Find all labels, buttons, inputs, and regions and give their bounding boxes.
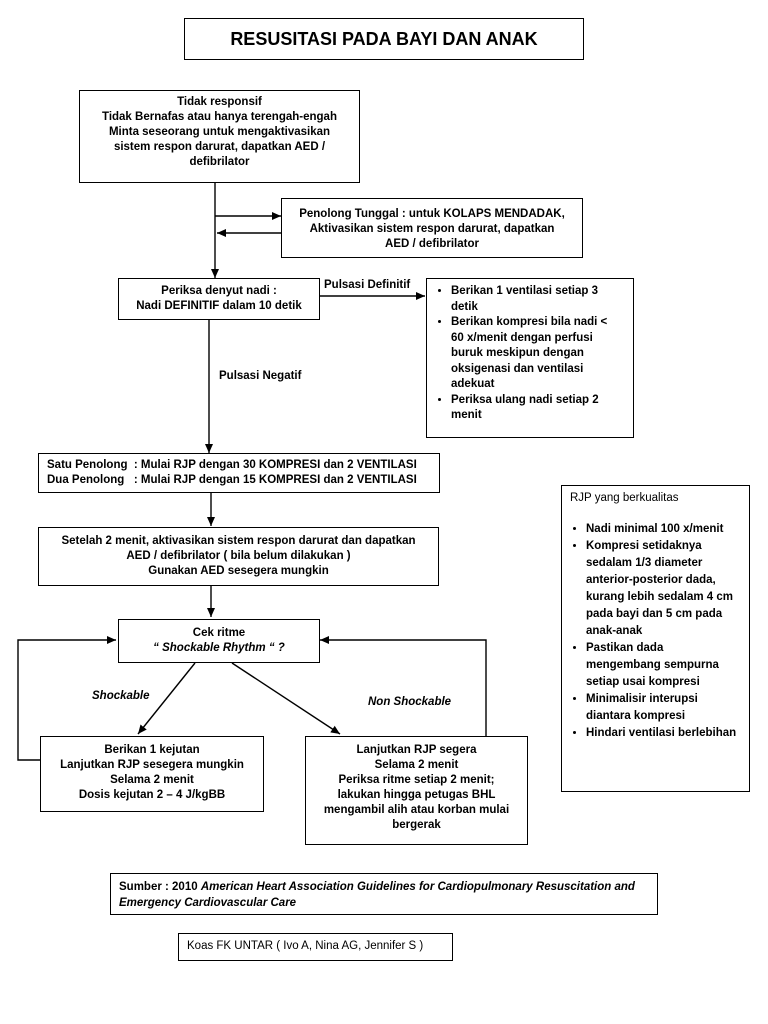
continue-line: Lanjutkan RJP segera <box>356 744 477 756</box>
credits-text: Koas FK UNTAR ( Ivo A, Nina AG, Jennifer… <box>187 940 424 952</box>
source-citation: American Heart Association Guidelines fo… <box>119 881 635 909</box>
start-line: Minta seseorang untuk mengaktivasikan <box>108 126 331 138</box>
arrow-rhythm-nonshockable <box>231 662 341 735</box>
start-line: sistem respon darurat, dapatkan AED / <box>113 141 326 153</box>
rhythm-check-line: Cek ritme <box>192 627 246 639</box>
page-title: RESUSITASI PADA BAYI DAN ANAK <box>230 29 538 49</box>
shock-line: Lanjutkan RJP sesegera mungkin <box>60 759 244 771</box>
quality-item: Nadi minimal 100 x/menit <box>586 521 739 538</box>
continue-cpr-box: Lanjutkan RJP segera Selama 2 menit Peri… <box>305 736 528 845</box>
after-2min-line: AED / defibrilator ( bila belum dilakuka… <box>126 550 351 562</box>
credits-box: Koas FK UNTAR ( Ivo A, Nina AG, Jennifer… <box>178 933 453 961</box>
definite-action-item: Berikan 1 ventilasi setiap 3 detik <box>451 284 623 315</box>
label-pulse-definite: Pulsasi Definitif <box>324 279 411 291</box>
after-2min-line: Gunakan AED sesegera mungkin <box>148 565 329 577</box>
quality-item: Hindari ventilasi berlebihan <box>586 725 739 742</box>
after-2min-box: Setelah 2 menit, aktivasikan sistem resp… <box>38 527 439 586</box>
rhythm-check-box: Cek ritme “ Shockable Rhythm “ ? <box>118 619 320 663</box>
title-box: RESUSITASI PADA BAYI DAN ANAK <box>184 18 584 60</box>
label-pulse-negative: Pulsasi Negatif <box>219 370 302 382</box>
lone-rescuer-line: AED / defibrilator <box>385 238 479 250</box>
definite-action-item: Periksa ulang nadi setiap 2 menit <box>451 393 623 424</box>
start-line: Tidak responsif <box>177 96 262 108</box>
loop-shock-to-rhythm <box>17 636 116 761</box>
label-non-shockable: Non Shockable <box>368 696 452 708</box>
source-box: Sumber : 2010 American Heart Association… <box>110 873 658 915</box>
continue-line: Periksa ritme setiap 2 menit; <box>338 774 495 786</box>
rhythm-question: “ Shockable Rhythm “ ? <box>153 642 285 654</box>
definite-actions-box: Berikan 1 ventilasi setiap 3 detik Berik… <box>426 278 634 438</box>
shock-line: Dosis kejutan 2 – 4 J/kgBB <box>78 789 226 801</box>
quality-item: Minimalisir interupsi diantara kompresi <box>586 691 739 725</box>
cpr-start-line: Dua Penolong : Mulai RJP dengan 15 KOMPR… <box>47 474 417 486</box>
lone-rescuer-line: Aktivasikan sistem respon darurat, dapat… <box>309 223 555 235</box>
source-prefix: Sumber : 2010 <box>119 881 201 893</box>
quality-cpr-box: RJP yang berkualitas Nadi minimal 100 x/… <box>561 485 750 792</box>
definite-actions-list: Berikan 1 ventilasi setiap 3 detik Berik… <box>427 284 623 424</box>
quality-item: Pastikan dada mengembang sempurna setiap… <box>586 640 739 691</box>
quality-list: Nadi minimal 100 x/menit Kompresi setida… <box>562 521 739 742</box>
shock-box: Berikan 1 kejutan Lanjutkan RJP sesegera… <box>40 736 264 812</box>
lone-rescuer-line: Penolong Tunggal : untuk KOLAPS MENDADAK… <box>299 208 565 220</box>
cpr-start-line: Satu Penolong : Mulai RJP dengan 30 KOMP… <box>47 459 417 471</box>
loop-continue-to-rhythm <box>320 636 487 737</box>
start-line: defibrilator <box>189 156 250 168</box>
continue-line: Selama 2 menit <box>374 759 459 771</box>
start-box: Tidak responsif Tidak Bernafas atau hany… <box>79 90 360 183</box>
arrow-rhythm-shockable <box>137 662 196 735</box>
label-shockable: Shockable <box>92 690 150 702</box>
pulse-check-line: Nadi DEFINITIF dalam 10 detik <box>136 300 302 312</box>
lone-rescuer-box: Penolong Tunggal : untuk KOLAPS MENDADAK… <box>281 198 583 258</box>
cpr-start-box: Satu Penolong : Mulai RJP dengan 30 KOMP… <box>38 453 440 493</box>
quality-item: Kompresi setidaknya sedalam 1/3 diameter… <box>586 538 739 640</box>
pulse-check-line: Periksa denyut nadi : <box>161 285 277 297</box>
definite-action-item: Berikan kompresi bila nadi < 60 x/menit … <box>451 315 623 393</box>
after-2min-line: Setelah 2 menit, aktivasikan sistem resp… <box>61 535 416 547</box>
shock-line: Berikan 1 kejutan <box>104 744 200 756</box>
shock-line: Selama 2 menit <box>110 774 194 786</box>
continue-line: lakukan hingga petugas BHL <box>337 789 496 801</box>
quality-title: RJP yang berkualitas <box>570 492 679 504</box>
pulse-check-box: Periksa denyut nadi : Nadi DEFINITIF dal… <box>118 278 320 320</box>
start-line: Tidak Bernafas atau hanya terengah-engah <box>102 111 337 123</box>
continue-line: bergerak <box>392 819 441 831</box>
continue-line: mengambil alih atau korban mulai <box>323 804 510 816</box>
